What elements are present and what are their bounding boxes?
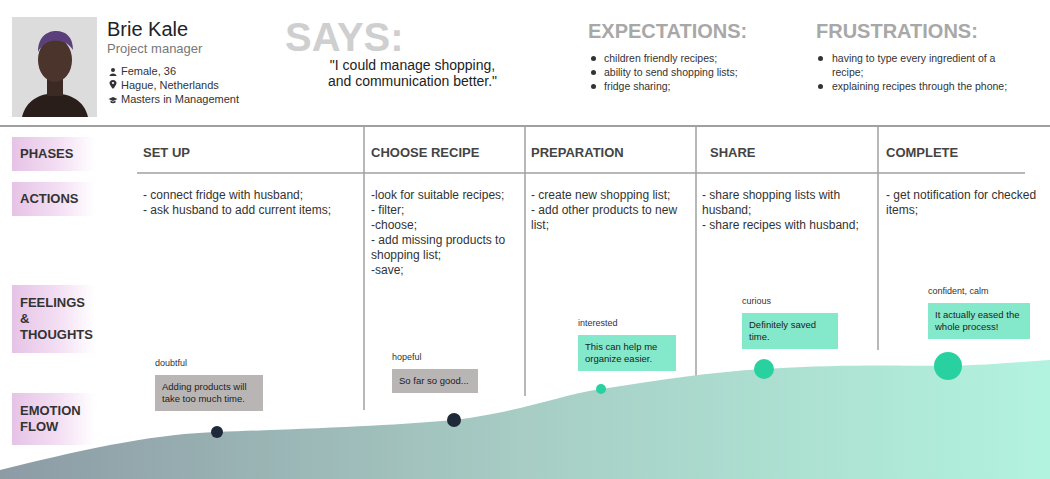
thought-text: This can help me organize easier. (585, 341, 669, 365)
phase-name: SHARE (710, 145, 756, 160)
phase-name: COMPLETE (886, 145, 958, 160)
bullet-dot (591, 70, 596, 75)
persona-name: Brie Kale (107, 18, 188, 40)
row-label-band: FEELINGS & THOUGHTS (12, 285, 95, 353)
action-item: - connect fridge with husband; (143, 188, 361, 203)
section-heading: EXPECTATIONS: (588, 20, 747, 42)
portrait (12, 17, 97, 117)
action-item: - ask husband to add current items; (143, 203, 361, 218)
row-label-band: PHASES (12, 137, 95, 171)
action-item: - get notification for checked items; (886, 188, 1041, 218)
persona-info: Hague, Netherlands (121, 79, 219, 92)
phase-name: PREPARATION (531, 145, 624, 160)
feeling-word: curious (742, 296, 771, 307)
row-label: FEELINGS & THOUGHTS (20, 295, 92, 343)
bullet-dot (591, 84, 596, 89)
feeling-word: interested (578, 318, 618, 329)
feeling-callout: confident, calmIt actually eased the who… (928, 303, 1030, 339)
list-item: ability to send shopping lists; (604, 65, 794, 79)
section-heading: SAYS: (285, 14, 404, 60)
action-item: - create new shopping list; (531, 188, 686, 203)
bullet-dot (818, 56, 823, 61)
phase-name: SET UP (143, 145, 190, 160)
action-item: -save; (371, 263, 511, 278)
list-item: children friendly recipes; (604, 51, 794, 65)
feeling-word: confident, calm (928, 286, 989, 297)
section-heading: FRUSTRATIONS: (816, 20, 978, 42)
thought-text: So far so good... (399, 375, 471, 387)
list-item: explaining recipes through the phone; (832, 79, 1012, 93)
feeling-word: hopeful (392, 352, 422, 363)
feeling-callout: doubtfulAdding products will take too mu… (155, 375, 263, 411)
action-item: - add missing products to shopping list; (371, 233, 511, 263)
action-item: - add other products to new list; (531, 203, 686, 233)
phase-name: CHOOSE RECIPE (371, 145, 479, 160)
row-label-band: ACTIONS (12, 182, 95, 216)
persona-role: Project manager (107, 41, 202, 56)
persona-quote: "I could manage shopping, and communicat… (320, 57, 505, 89)
info-icons (109, 68, 118, 103)
row-label: EMOTION FLOW (20, 403, 89, 435)
feeling-callout: curiousDefinitely saved time. (742, 313, 838, 349)
thought-text: Adding products will take too much time. (162, 381, 256, 405)
feeling-callout: hopefulSo far so good... (392, 369, 478, 393)
persona-info: Masters in Management (121, 93, 239, 106)
persona-info: Female, 36 (121, 65, 176, 78)
action-item: - share recipes with husband; (702, 218, 874, 233)
bullet-dot (818, 84, 823, 89)
bullet-dot (591, 56, 596, 61)
feeling-word: doubtful (155, 358, 187, 369)
row-label-band: EMOTION FLOW (12, 393, 95, 445)
list-item: fridge sharing; (604, 79, 794, 93)
action-item: - share shopping lists with husband; (702, 188, 874, 218)
row-label: ACTIONS (20, 191, 89, 207)
list-item: having to type every ingredient of a rec… (832, 51, 1012, 79)
action-item: -look for suitable recipes; (371, 188, 511, 203)
emotion-curve (0, 360, 1050, 479)
thought-text: It actually eased the whole process! (935, 309, 1023, 333)
feeling-callout: interestedThis can help me organize easi… (578, 335, 676, 371)
row-label: PHASES (20, 146, 89, 162)
action-item: -choose; (371, 218, 511, 233)
action-item: - filter; (371, 203, 511, 218)
thought-text: Definitely saved time. (749, 319, 831, 343)
